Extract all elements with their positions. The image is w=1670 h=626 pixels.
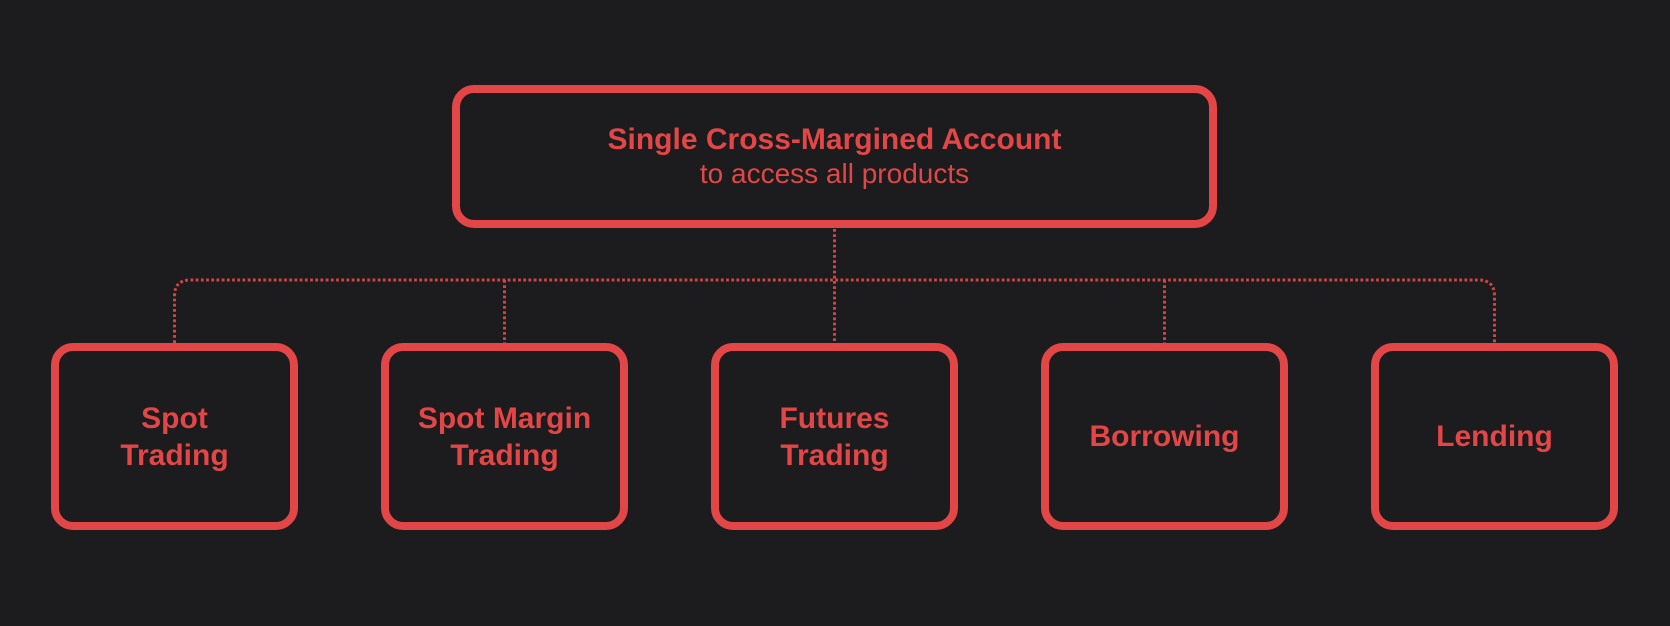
node-label: Spot Trading xyxy=(120,401,229,472)
node-spot-trading: Spot Trading xyxy=(51,343,298,530)
root-title: Single Cross-Margined Account xyxy=(607,123,1062,156)
node-label: Borrowing xyxy=(1089,420,1240,453)
node-borrowing: Borrowing xyxy=(1041,343,1288,530)
root-subtitle: to access all products xyxy=(699,158,970,189)
node-label: Spot Margin Trading xyxy=(417,401,592,472)
node-root-account: Single Cross-Margined Account to access … xyxy=(452,85,1217,228)
children-row: Spot Trading Spot Margin Trading Futures… xyxy=(51,343,1618,530)
node-futures-trading: Futures Trading xyxy=(711,343,958,530)
node-spot-margin-trading: Spot Margin Trading xyxy=(381,343,628,530)
node-lending: Lending xyxy=(1371,343,1618,530)
node-label: Futures Trading xyxy=(779,401,890,472)
node-label: Lending xyxy=(1436,420,1553,453)
connector-rail xyxy=(173,278,1496,343)
